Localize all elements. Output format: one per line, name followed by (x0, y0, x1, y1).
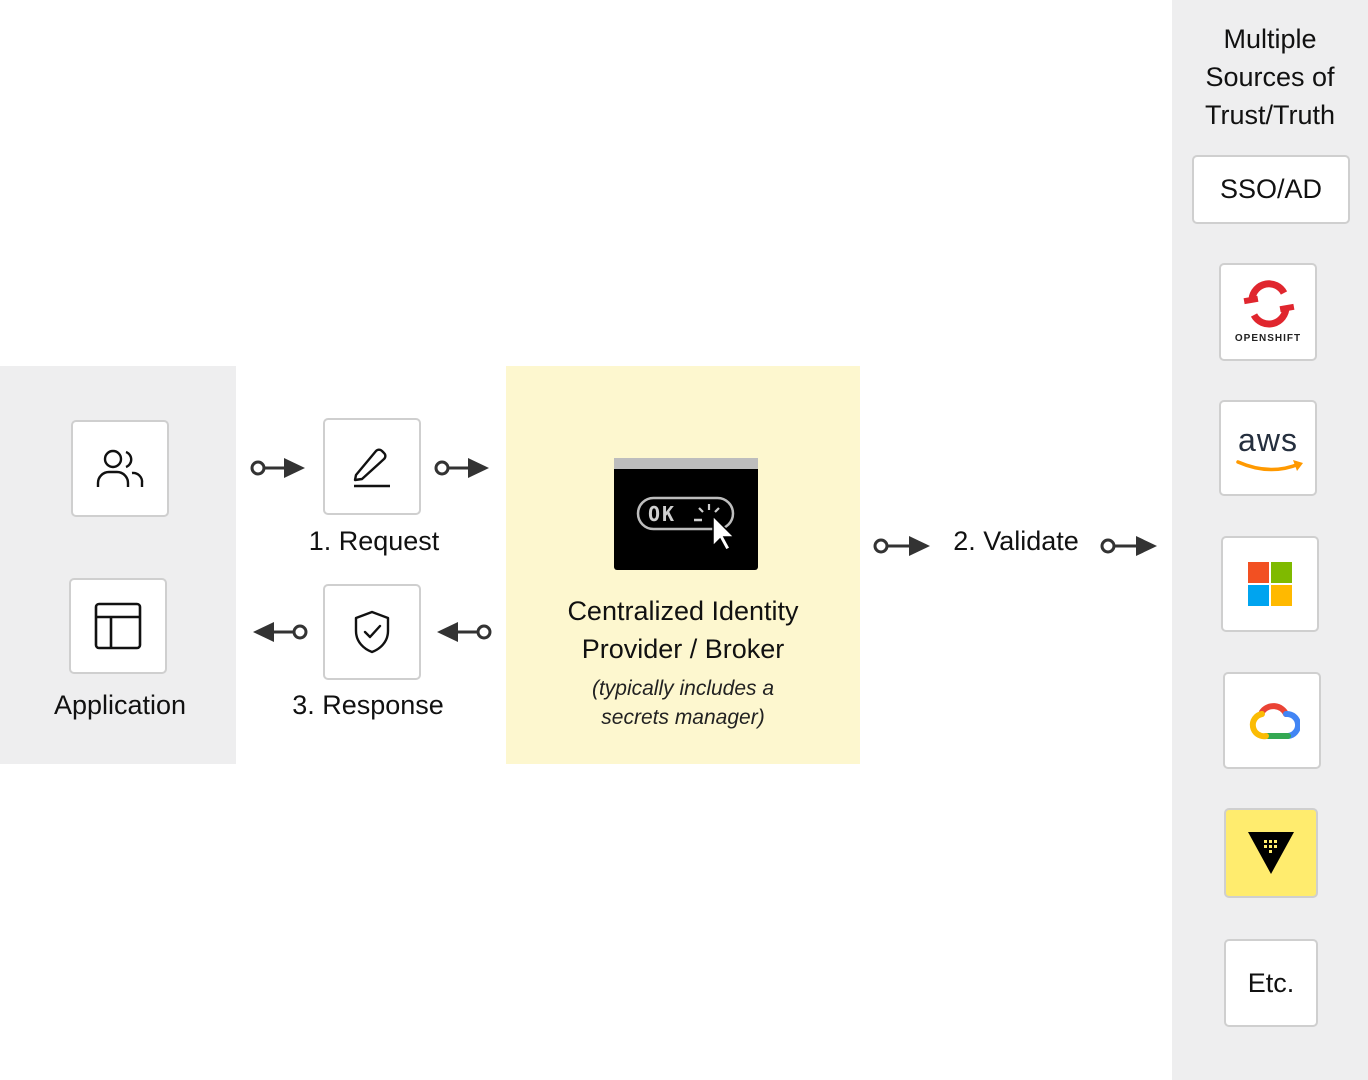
layout-icon (94, 602, 142, 650)
etc-label: Etc. (1247, 967, 1295, 998)
arrow-left-icon (437, 622, 492, 642)
aws-label: aws (1238, 422, 1298, 458)
validate-label: 2. Validate (953, 526, 1079, 556)
sso-ad-label: SSO/AD (1219, 174, 1323, 204)
identity-provider-title: Centralized Identity Provider / Broker (506, 592, 860, 668)
arrow-right-icon (434, 458, 489, 478)
arrow-right-icon (1100, 536, 1157, 556)
sources-title-line1: Multiple (1223, 24, 1317, 54)
aws-logo (1236, 460, 1303, 472)
openshift-logo (1243, 280, 1295, 328)
aws-tile: aws (1219, 400, 1317, 496)
identity-provider-title-line2: Provider / Broker (581, 634, 785, 664)
sso-ad-tile: SSO/AD (1192, 155, 1350, 224)
arrow-right-icon (250, 458, 305, 478)
identity-provider-subtitle-line2: secrets manager) (601, 706, 765, 729)
arrow-left-icon (253, 622, 308, 642)
openshift-tile: OPENSHIFT (1219, 263, 1317, 361)
identity-provider-title-line1: Centralized Identity (567, 596, 799, 626)
google-cloud-tile (1223, 672, 1321, 769)
sources-title: Multiple Sources of Trust/Truth (1172, 20, 1368, 134)
openshift-label: OPENSHIFT (1234, 333, 1302, 344)
response-tile (323, 584, 421, 680)
ok-button-text: OK (648, 502, 677, 526)
pencil-icon (353, 448, 390, 487)
users-icon (96, 449, 144, 487)
users-tile (71, 420, 169, 517)
vault-logo (1248, 832, 1294, 874)
etc-tile: Etc. (1224, 939, 1318, 1027)
terminal-ok-cursor-icon: OK (614, 458, 758, 570)
microsoft-tile (1221, 536, 1319, 632)
sources-title-line3: Trust/Truth (1204, 100, 1336, 130)
identity-provider-subtitle: (typically includes a secrets manager) (506, 674, 860, 732)
identity-provider-subtitle-line1: (typically includes a (591, 677, 775, 700)
vault-tile (1224, 808, 1318, 898)
request-label: 1. Request (308, 526, 440, 556)
layout-tile (69, 578, 167, 674)
microsoft-logo (1248, 562, 1292, 606)
arrow-right-icon (873, 536, 930, 556)
response-label: 3. Response (292, 690, 444, 720)
shield-check-icon (354, 610, 390, 654)
request-tile (323, 418, 421, 515)
application-label: Application (53, 690, 187, 720)
sources-title-line2: Sources of (1205, 62, 1335, 92)
google-cloud-logo (1249, 702, 1300, 739)
